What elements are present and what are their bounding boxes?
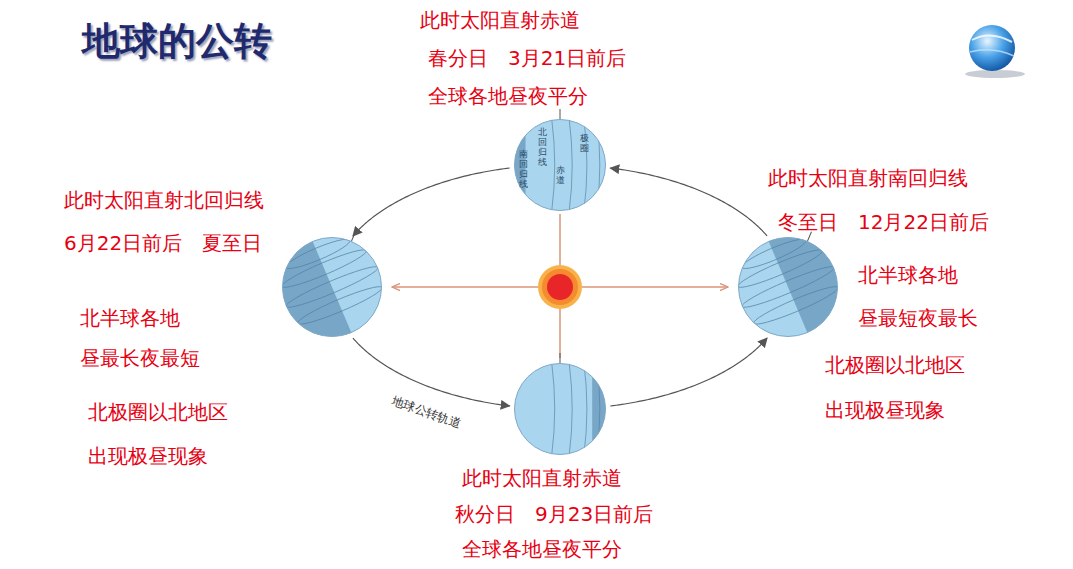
note-text: 此时太阳直射北回归线 bbox=[64, 188, 264, 212]
latitude-label: 北回归线 bbox=[538, 128, 547, 168]
orbit-arc bbox=[610, 168, 767, 236]
note-text: 北半球各地 bbox=[858, 263, 958, 287]
latitude-label: 赤道 bbox=[556, 166, 565, 186]
globe-outline bbox=[282, 237, 382, 337]
globe-outline bbox=[514, 363, 606, 455]
latitude-label: 极圈 bbox=[580, 134, 589, 154]
note-text: 春分日 3月21日前后 bbox=[428, 46, 626, 70]
orbit-arc bbox=[353, 168, 510, 236]
earth-globe: 此时太阳直射南回归线冬至日 12月22日前后北半球各地昼最短夜最长北极圈以北地区… bbox=[738, 237, 838, 337]
note-text: 北半球各地 bbox=[80, 306, 180, 330]
sun-rays bbox=[392, 214, 728, 358]
note-text: 出现极昼现象 bbox=[88, 444, 208, 468]
note-text: 全球各地昼夜平分 bbox=[462, 537, 622, 561]
note-text: 此时太阳直射赤道 bbox=[462, 466, 622, 490]
note-text: 昼最长夜最短 bbox=[80, 346, 200, 370]
note-text: 北极圈以北地区 bbox=[825, 353, 965, 377]
globe-outline bbox=[738, 237, 838, 337]
earth-globe: 此时太阳直射北回归线6月22日前后 夏至日北半球各地昼最长夜最短北极圈以北地区出… bbox=[282, 237, 382, 337]
orbit-arc bbox=[610, 338, 767, 406]
note-text: 秋分日 9月23日前后 bbox=[455, 502, 653, 526]
note-text: 冬至日 12月22日前后 bbox=[778, 210, 989, 234]
orbit-label: 地球公转轨道 bbox=[389, 392, 463, 432]
latitude-label: 南回归线 bbox=[519, 150, 528, 190]
note-text: 北极圈以北地区 bbox=[88, 400, 228, 424]
note-text: 昼最短夜最长 bbox=[858, 306, 978, 330]
earth-globe: 此时太阳直射赤道秋分日 9月23日前后全球各地昼夜平分 bbox=[514, 363, 606, 455]
sun bbox=[538, 265, 582, 309]
note-text: 此时太阳直射赤道 bbox=[420, 8, 580, 32]
globe-icon bbox=[965, 25, 1025, 78]
note-text: 此时太阳直射南回归线 bbox=[768, 166, 968, 190]
note-text: 全球各地昼夜平分 bbox=[428, 84, 588, 108]
orbit-arc bbox=[353, 338, 510, 406]
note-text: 6月22日前后 夏至日 bbox=[64, 231, 262, 255]
title: 地球的公转 bbox=[82, 16, 272, 67]
note-text: 出现极昼现象 bbox=[825, 398, 945, 422]
